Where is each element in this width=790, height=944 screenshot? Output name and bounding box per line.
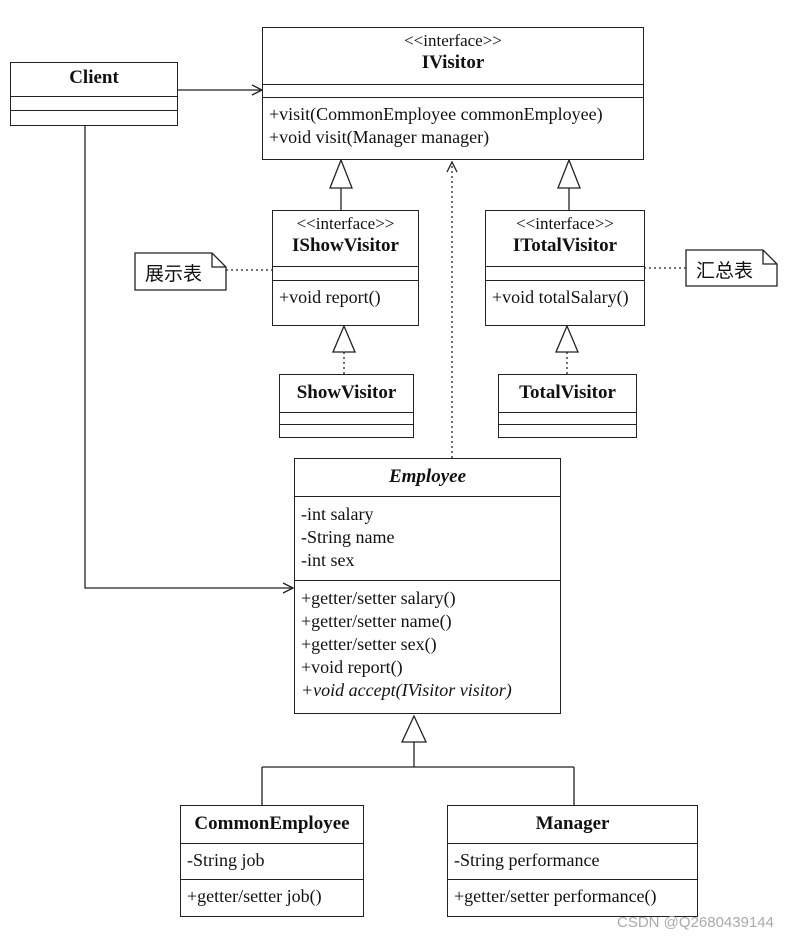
client-methods [11,111,177,117]
ishowvisitor-name: IShowVisitor [292,235,399,256]
commonemployee-attribute: -String job [187,850,265,870]
ivisitor-attributes [263,85,643,98]
note-show-fold [211,253,226,268]
itotalvisitor-methods: +void totalSalary() [486,281,644,312]
ivisitor-methods: +visit(CommonEmployee commonEmployee) +v… [263,98,643,152]
manager-name: Manager [535,813,610,834]
manager-class: Manager -String performance +getter/sett… [447,805,698,917]
totalvisitor-class: TotalVisitor [498,374,637,438]
note-show-text: 展示表 [145,263,203,285]
employee-attribute: -String name [301,527,395,547]
employee-header: Employee [295,459,560,497]
totalvisitor-methods [499,425,636,431]
employee-method: +getter/setter name() [301,611,452,631]
client-attributes [11,97,177,111]
ishowvisitor-methods: +void report() [273,281,418,312]
ivisitor-name: IVisitor [421,52,485,73]
note-total: 汇总表 [686,250,777,286]
itotalvisitor-header: <<interface>> ITotalVisitor [486,211,644,267]
showvisitor-name: ShowVisitor [296,382,397,403]
totalvisitor-realization-arrow [555,324,579,353]
ivisitor-method: +void visit(Manager manager) [269,127,490,147]
itotalvisitor-attributes [486,267,644,281]
manager-attributes: -String performance [448,844,697,880]
employee-method: +void report() [301,657,403,677]
watermark-text: CSDN @Q2680439144 [617,914,774,931]
ishowvisitor-generalization-arrow [329,158,353,189]
manager-attribute: -String performance [454,850,600,870]
showvisitor-class: ShowVisitor [279,374,414,438]
employee-class: Employee -int salary -String name -int s… [294,458,561,714]
commonemployee-attributes: -String job [181,844,363,880]
employee-methods: +getter/setter salary() +getter/setter n… [295,581,560,705]
showvisitor-header: ShowVisitor [280,375,413,413]
employee-attribute: -int salary [301,504,374,524]
client-class: Client [10,62,178,126]
ivisitor-method: +visit(CommonEmployee commonEmployee) [269,104,603,124]
itotalvisitor-method: +void totalSalary() [492,287,629,307]
totalvisitor-name: TotalVisitor [519,382,616,403]
client-class-name: Client [69,67,119,88]
note-total-shape [685,249,778,287]
ishowvisitor-method: +void report() [279,287,381,307]
employee-generalization-arrow [400,714,428,743]
itotalvisitor-stereotype: <<interface>> [516,214,614,233]
commonemployee-method: +getter/setter job() [187,886,322,906]
showvisitor-attributes [280,413,413,425]
commonemployee-class: CommonEmployee -String job +getter/sette… [180,805,364,917]
ishowvisitor-header: <<interface>> IShowVisitor [273,211,418,267]
ivisitor-stereotype: <<interface>> [404,31,502,50]
client-class-header: Client [11,63,177,97]
employee-method: +getter/setter salary() [301,588,456,608]
employee-method-abstract: +void accept(IVisitor visitor) [301,680,512,700]
note-show-shape [134,252,227,291]
employee-method: +getter/setter sex() [301,634,437,654]
commonemployee-name: CommonEmployee [194,813,350,834]
note-show: 展示表 [135,253,226,290]
showvisitor-realization-arrow [332,324,356,353]
ivisitor-interface: <<interface>> IVisitor +visit(CommonEmpl… [262,27,644,160]
manager-method: +getter/setter performance() [454,886,657,906]
ivisitor-header: <<interface>> IVisitor [263,28,643,85]
employee-attributes: -int salary -String name -int sex [295,497,560,581]
itotalvisitor-interface: <<interface>> ITotalVisitor +void totalS… [485,210,645,326]
manager-methods: +getter/setter performance() [448,880,697,911]
employee-attribute: -int sex [301,550,355,570]
showvisitor-methods [280,425,413,431]
client-employee-association [84,125,293,588]
itotalvisitor-generalization-arrow [557,158,581,189]
itotalvisitor-name: ITotalVisitor [512,235,618,256]
manager-header: Manager [448,806,697,844]
ishowvisitor-stereotype: <<interface>> [296,214,395,233]
totalvisitor-header: TotalVisitor [499,375,636,413]
note-total-text: 汇总表 [696,260,754,282]
employee-name: Employee [388,466,467,487]
ishowvisitor-interface: <<interface>> IShowVisitor +void report(… [272,210,419,326]
ishowvisitor-attributes [273,267,418,281]
commonemployee-methods: +getter/setter job() [181,880,363,911]
totalvisitor-attributes [499,413,636,425]
note-total-fold [762,250,777,265]
commonemployee-header: CommonEmployee [181,806,363,844]
